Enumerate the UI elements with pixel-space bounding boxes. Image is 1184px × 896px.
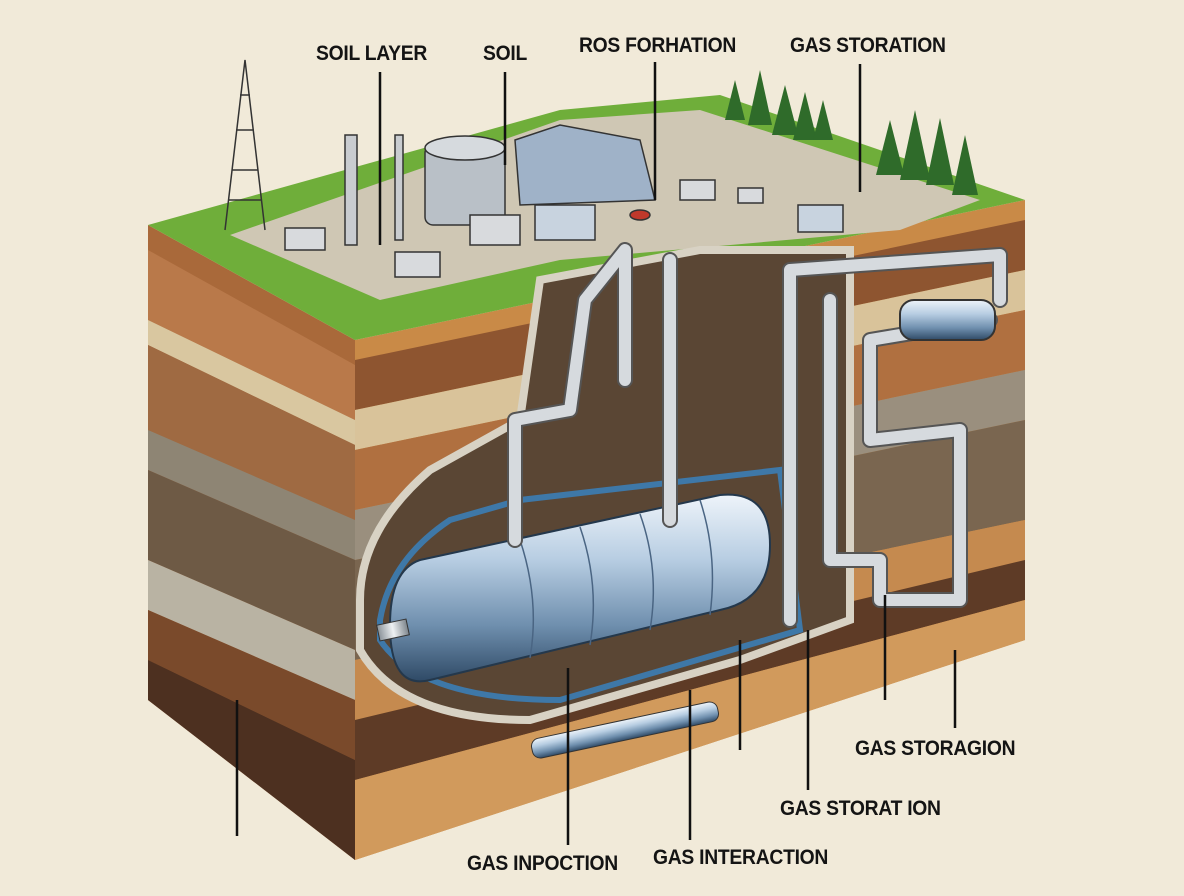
- label-gas-inpoction: GAS INPOCTION: [467, 852, 618, 875]
- power-pylon: [224, 59, 266, 231]
- leader-lines: [235, 62, 957, 845]
- label-gas-interaction: GAS INTERACTION: [653, 846, 829, 869]
- label-ros-forhation: ROS FORHATION: [579, 34, 737, 57]
- pipes: [507, 242, 1008, 628]
- label-gas-storation-top: GAS STORATION: [790, 34, 946, 57]
- label-gas-storation-bottom: GAS STORAT ION: [780, 797, 941, 820]
- label-soil-layer: SOIL LAYER: [316, 42, 428, 65]
- storage-tank: [376, 493, 772, 759]
- label-soil: SOIL: [483, 42, 527, 65]
- trees: [725, 70, 978, 195]
- surface-facilities: [224, 59, 844, 278]
- label-gas-storagion: GAS STORAGION: [855, 737, 1016, 760]
- left-face-strata: [148, 225, 355, 860]
